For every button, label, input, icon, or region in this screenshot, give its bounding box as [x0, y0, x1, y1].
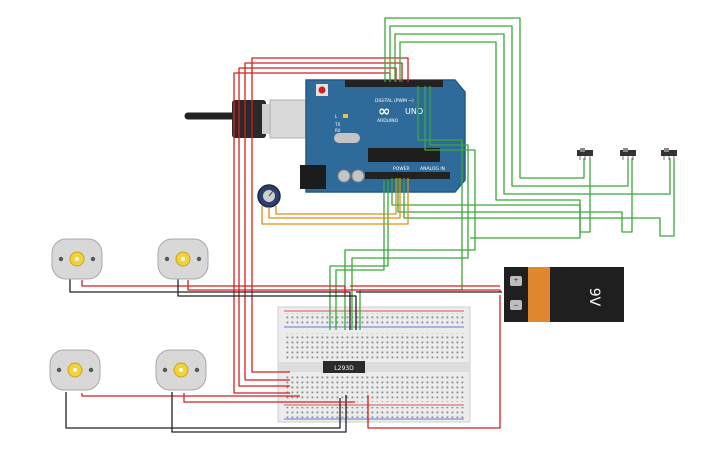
led-label-rx: RX: [335, 128, 341, 133]
arduino-uno-board[interactable]: L TX RX DIGITAL (PWM ~) ∞ UNO ARDUINO PO…: [184, 79, 466, 193]
slide-switch-2[interactable]: [620, 148, 636, 160]
breadboard[interactable]: [277, 306, 471, 423]
dc-motor-4[interactable]: [155, 349, 207, 391]
power-label: POWER: [393, 166, 410, 172]
led-label-l: L: [335, 114, 338, 119]
usb-cable: [184, 99, 311, 139]
slide-switch-1[interactable]: [577, 148, 593, 160]
battery-9v[interactable]: 9V + −: [504, 267, 624, 322]
board-model: UNO: [405, 107, 423, 116]
dc-motor-2[interactable]: [157, 238, 209, 280]
driver-label: L293D: [334, 365, 354, 372]
wires: [65, 17, 675, 433]
potentiometer[interactable]: [257, 184, 281, 208]
digital-label: DIGITAL (PWM ~): [375, 98, 414, 104]
power-jack: [300, 165, 326, 189]
dc-motor-3[interactable]: [49, 349, 101, 391]
battery-terminal-minus: −: [513, 302, 518, 309]
reset-button[interactable]: [318, 86, 326, 94]
analog-label: ANALOG IN: [420, 166, 445, 172]
arduino-logo-icon: ∞: [378, 102, 391, 120]
board-brand: ARDUINO: [377, 118, 399, 124]
battery-terminal-plus: +: [513, 277, 518, 284]
slide-switch-3[interactable]: [661, 148, 677, 160]
led-label-tx: TX: [334, 122, 340, 127]
l293d-driver-chip[interactable]: L293D: [323, 361, 365, 373]
battery-voltage: 9V: [586, 288, 602, 307]
dc-motor-1[interactable]: [51, 238, 103, 280]
